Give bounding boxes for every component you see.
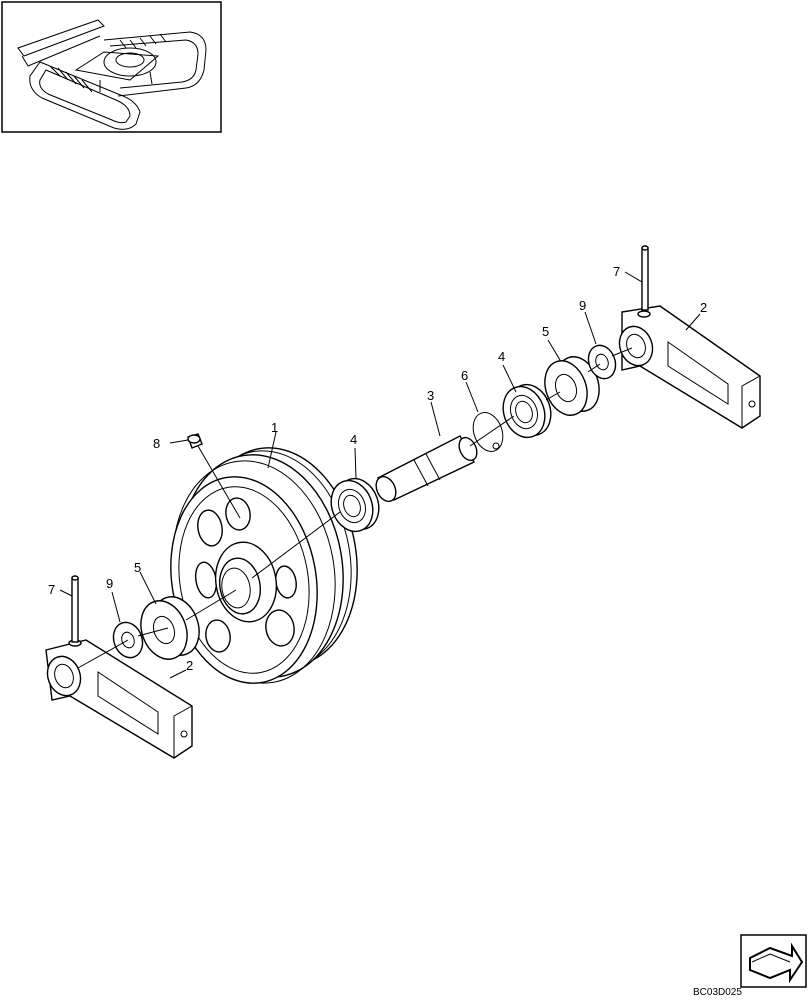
assembly-axis-lines — [77, 347, 633, 669]
machine-thumbnail-icon[interactable] — [1, 1, 222, 133]
drawing-code: BC03D025 — [693, 987, 742, 998]
callout-6: 6 — [461, 368, 468, 383]
callout-labels: 1 2 2 3 4 4 5 5 6 7 7 8 9 9 — [48, 264, 707, 673]
callout-5-right: 5 — [542, 324, 549, 339]
callout-8: 8 — [153, 436, 160, 451]
callout-9-right: 9 — [579, 298, 586, 313]
snap-ring — [472, 412, 504, 452]
pin-left — [71, 575, 79, 643]
collar-right — [544, 356, 600, 416]
callout-4-left: 4 — [350, 432, 357, 447]
bearing-right — [502, 383, 552, 439]
callout-4-right: 4 — [498, 349, 505, 364]
pin-right — [641, 245, 649, 311]
bracket-left — [45, 639, 193, 759]
idler-wheel — [170, 447, 358, 684]
callout-9-left: 9 — [106, 576, 113, 591]
callout-3: 3 — [427, 388, 434, 403]
navigation-arrow-icon[interactable] — [740, 934, 807, 988]
washer-right — [587, 344, 617, 380]
callout-7-left: 7 — [48, 582, 55, 597]
callout-7-right: 7 — [613, 264, 620, 279]
callout-2-right: 2 — [700, 300, 707, 315]
shaft — [375, 435, 478, 503]
callout-5-left: 5 — [134, 560, 141, 575]
plug-part-8 — [187, 433, 203, 449]
bracket-right — [618, 305, 761, 429]
collar-left — [140, 596, 200, 660]
callout-2-left: 2 — [186, 658, 193, 673]
leader-lines — [59, 271, 701, 679]
bearing-left — [330, 477, 380, 533]
callout-1: 1 — [271, 420, 278, 435]
